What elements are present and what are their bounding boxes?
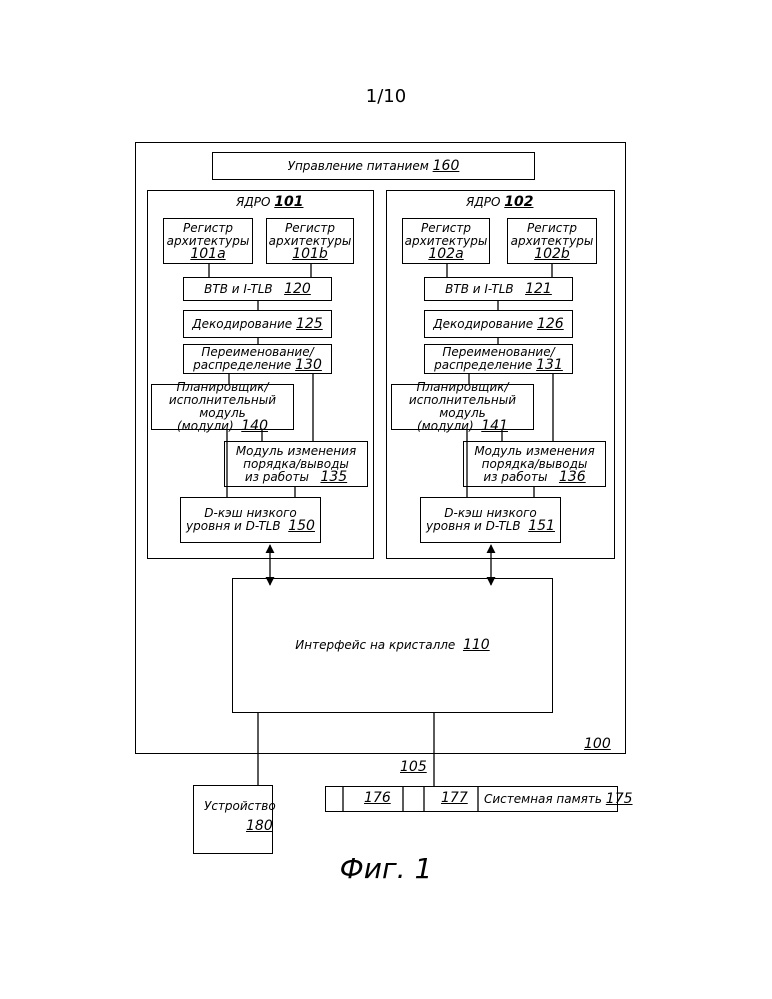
connector-lines (0, 0, 772, 999)
